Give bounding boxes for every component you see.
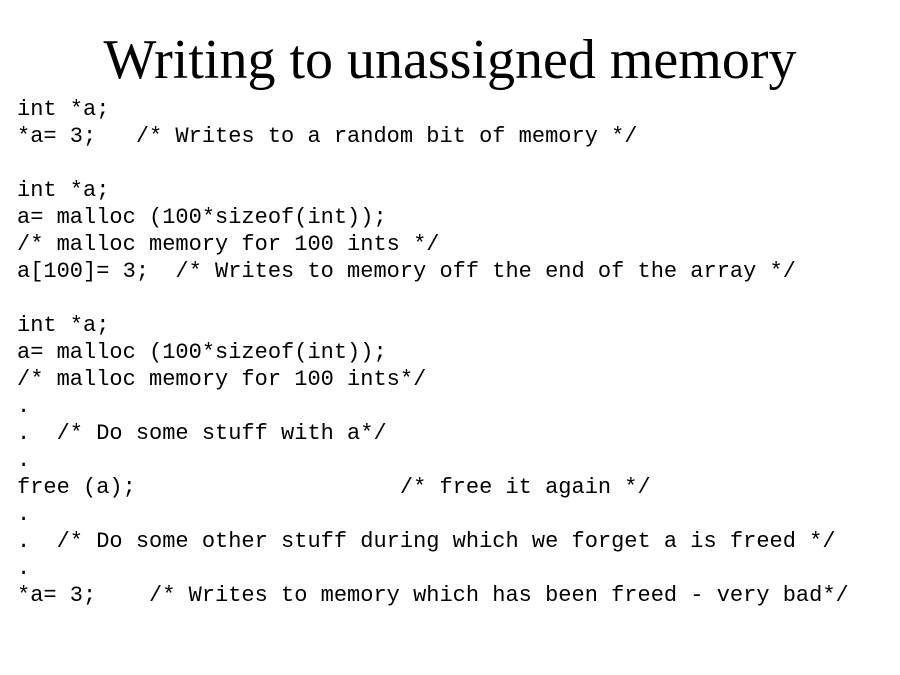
- code-line: .: [17, 394, 31, 419]
- code-line: int *a;: [17, 313, 110, 338]
- code-line: int *a;: [17, 97, 110, 122]
- code-line: a= malloc (100*sizeof(int));: [17, 340, 387, 365]
- code-line: *a= 3; /* Writes to a random bit of memo…: [17, 124, 638, 149]
- code-line: *a= 3; /* Writes to memory which has bee…: [17, 583, 849, 608]
- code-line: [17, 150, 887, 177]
- code-line: .: [17, 502, 31, 527]
- code-line: int *a;: [17, 178, 110, 203]
- code-line: [17, 285, 887, 312]
- code-line: free (a); /* free it again */: [17, 475, 651, 500]
- code-block: int *a; *a= 3; /* Writes to a random bit…: [17, 96, 887, 609]
- code-line: /* malloc memory for 100 ints*/: [17, 367, 427, 392]
- code-line: a[100]= 3; /* Writes to memory off the e…: [17, 259, 796, 284]
- code-line: .: [17, 448, 31, 473]
- slide-title: Writing to unassigned memory: [103, 29, 797, 91]
- code-line: /* malloc memory for 100 ints */: [17, 232, 440, 257]
- code-line: a= malloc (100*sizeof(int));: [17, 205, 387, 230]
- code-line: . /* Do some other stuff during which we…: [17, 529, 836, 554]
- code-line: . /* Do some stuff with a*/: [17, 421, 387, 446]
- code-line: .: [17, 556, 31, 581]
